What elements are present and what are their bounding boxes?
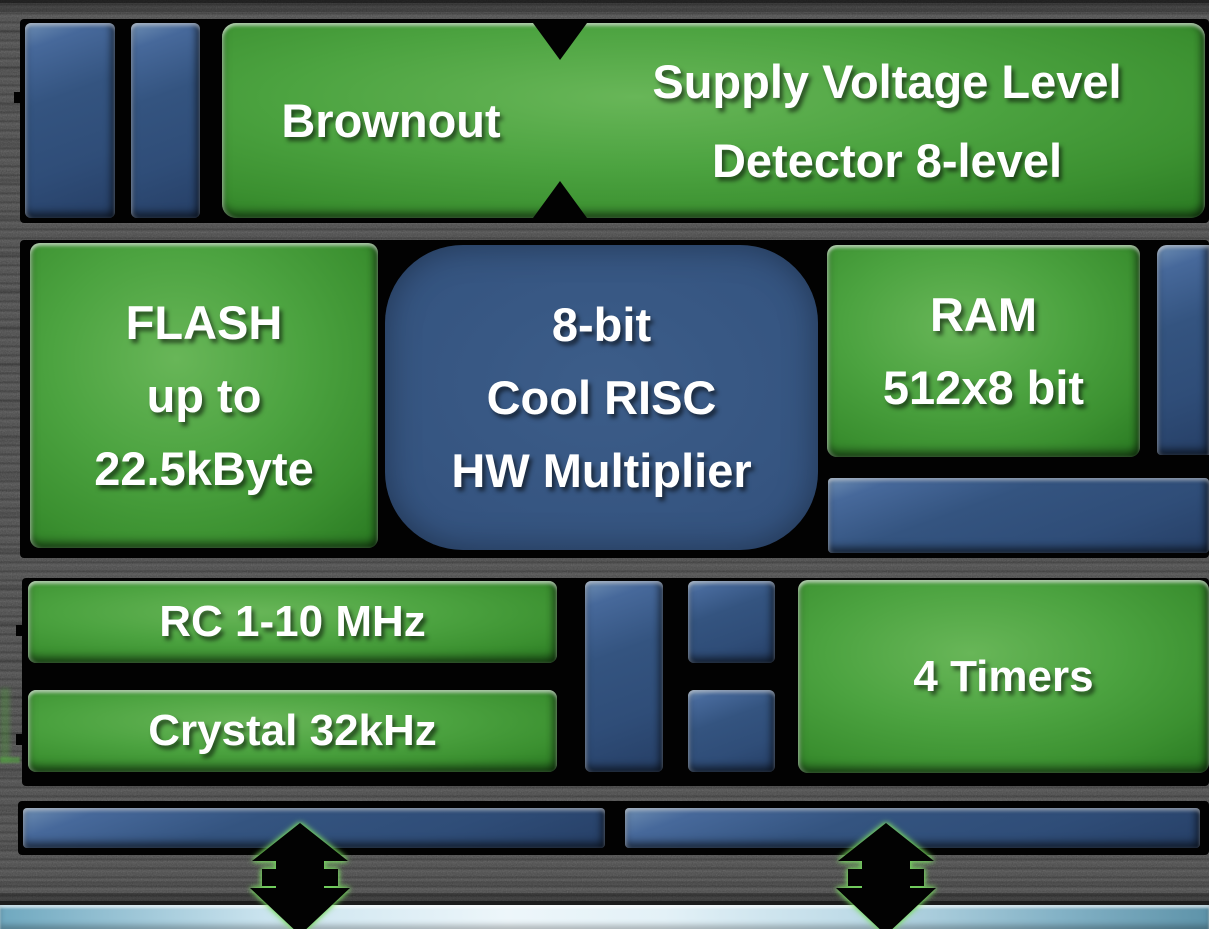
edge-artifact-tab: [16, 734, 23, 745]
bottom-strip-border: [0, 901, 1209, 905]
ram-block: RAM 512x8 bit: [827, 245, 1140, 457]
ram-line1: RAM: [929, 288, 1038, 341]
supervisor-green-bar: Brownout Supply Voltage Level Detector 8…: [222, 23, 1205, 218]
row-clocks-timers: RC 1-10 MHz Crystal 32kHz 4 Timers: [22, 578, 1209, 786]
edge-artifact-tab: [16, 625, 23, 636]
rc-oscillator-block: RC 1-10 MHz: [28, 581, 557, 663]
supply-detector-label: Supply Voltage Level Detector 8-level: [587, 23, 1187, 218]
brownout-label: Brownout: [222, 23, 560, 218]
flash-line3: 22.5kByte: [94, 442, 314, 495]
cpu-block: 8-bit Cool RISC HW Multiplier: [385, 245, 818, 550]
clock-small-block-bottom: [688, 690, 775, 772]
ram-label: RAM 512x8 bit: [827, 245, 1140, 457]
flash-block: FLASH up to 22.5kByte: [30, 243, 378, 548]
bottom-light-strip: [0, 905, 1209, 929]
crystal-oscillator-label: Crystal 32kHz: [28, 690, 557, 772]
up-down-arrow-icon: [836, 823, 936, 929]
peripheral-block-small-2: [131, 23, 200, 218]
cpu-line2: Cool RISC: [486, 371, 717, 424]
peripheral-block-small-1: [25, 23, 115, 218]
flash-label: FLASH up to 22.5kByte: [30, 243, 378, 548]
rc-oscillator-text: RC 1-10 MHz: [159, 597, 426, 646]
timers-text: 4 Timers: [913, 651, 1094, 701]
bus-bar-under-ram: [828, 478, 1209, 553]
flash-line1: FLASH: [125, 296, 283, 349]
edge-artifact-green-glow: [0, 688, 10, 762]
io-bus-bar-right: [625, 808, 1200, 848]
bottom-edge-band: [0, 893, 1209, 902]
peripheral-column-right: [1157, 245, 1209, 455]
flash-line2: up to: [146, 369, 262, 422]
cpu-line1: 8-bit: [551, 298, 652, 351]
edge-artifact-tab: [14, 92, 22, 103]
notch-divider-bottom: [533, 181, 587, 218]
ram-line2: 512x8 bit: [882, 361, 1085, 414]
crystal-oscillator-text: Crystal 32kHz: [148, 706, 437, 755]
cpu-label: 8-bit Cool RISC HW Multiplier: [385, 245, 818, 550]
cpu-line3: HW Multiplier: [451, 444, 752, 497]
clock-column-block: [585, 581, 663, 772]
timers-block: 4 Timers: [798, 580, 1209, 773]
crystal-oscillator-block: Crystal 32kHz: [28, 690, 557, 772]
timers-label: 4 Timers: [798, 580, 1209, 773]
supply-detector-line2: Detector 8-level: [711, 133, 1063, 187]
up-down-arrow-icon: [250, 823, 350, 929]
row-supervisor: Brownout Supply Voltage Level Detector 8…: [20, 19, 1209, 223]
clock-small-block-top: [688, 581, 775, 663]
top-edge-shadow: [0, 0, 1209, 3]
row-core-memory: FLASH up to 22.5kByte 8-bit Cool RISC HW…: [20, 240, 1209, 558]
notch-divider-top: [533, 23, 587, 60]
edge-artifact-green-line: [0, 757, 20, 763]
row-io-bus: [18, 801, 1209, 855]
supply-detector-line1: Supply Voltage Level: [652, 54, 1122, 108]
top-edge-band: [0, 3, 1209, 12]
rc-oscillator-label: RC 1-10 MHz: [28, 581, 557, 663]
brownout-text: Brownout: [281, 94, 501, 147]
